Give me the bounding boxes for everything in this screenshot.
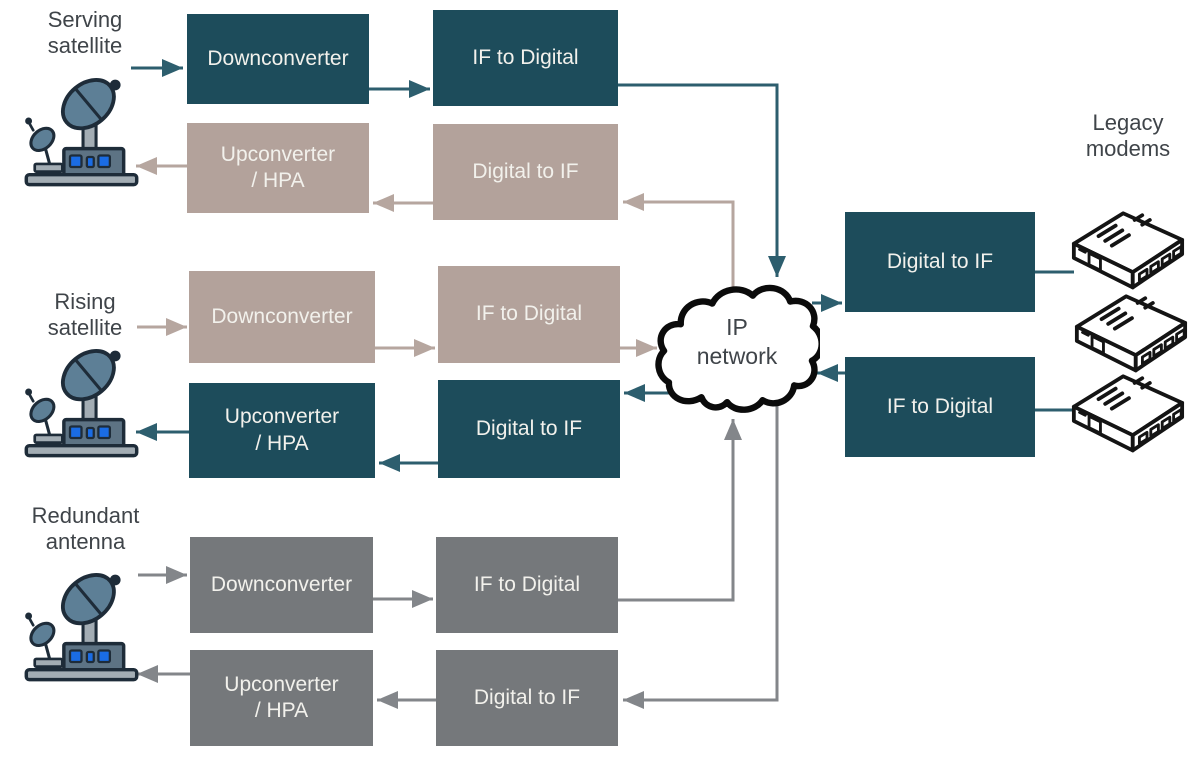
arrow-serving-ifdigital-to-cloud (618, 83, 786, 277)
box-right-digital-to-if-label: Digital to IF (886, 249, 994, 273)
label-serving-line2: satellite (47, 32, 123, 58)
box-rising-if-to-digital: IF to Digital (438, 266, 620, 363)
box-redundant-digital-to-if-label: Digital to IF (473, 685, 581, 709)
modem-shapes (1071, 374, 1185, 453)
box-rising-if-to-digital-label: IF to Digital (475, 302, 583, 326)
box-right-if-to-digital-label: IF to Digital (886, 394, 994, 418)
arrow-cloud-to-serving-digitalif (623, 193, 735, 295)
box-redundant-upconverter-line1: Upconverter (224, 672, 339, 696)
box-right-if-to-digital: IF to Digital (845, 357, 1035, 457)
label-redundant-antenna: Redundant antenna (8, 503, 163, 555)
ground-station-shapes (24, 349, 139, 458)
box-rising-upconverter-line1: Upconverter (224, 405, 340, 429)
box-rising-downconverter-label: Downconverter (211, 304, 353, 328)
arrow-cloud-to-redundant-digitalif (623, 400, 779, 709)
label-redundant-line2: antenna (45, 528, 126, 554)
label-legacy-modems: Legacy modems (1053, 110, 1200, 162)
box-redundant-downconverter: Downconverter (190, 537, 373, 633)
box-redundant-digital-to-if: Digital to IF (436, 650, 618, 746)
label-rising-line1: Rising (54, 289, 116, 314)
box-redundant-downconverter-label: Downconverter (210, 572, 353, 596)
box-serving-digital-to-if: Digital to IF (433, 124, 618, 220)
satellite-ground-station-icon (24, 573, 139, 682)
box-rising-digital-to-if-label: Digital to IF (475, 416, 583, 440)
box-serving-upconverter-hpa: Upconverter / HPA (187, 123, 369, 213)
label-legacy-line1: Legacy (1092, 110, 1164, 135)
ground-station-shapes (24, 78, 139, 187)
label-serving-line1: Serving (47, 7, 123, 32)
cloud-label: IP network (667, 313, 807, 370)
label-redundant-line1: Redundant (31, 503, 140, 528)
box-rising-digital-to-if: Digital to IF (438, 380, 620, 478)
box-serving-upconverter-line1: Upconverter (220, 142, 336, 166)
box-serving-digital-to-if-label: Digital to IF (472, 159, 579, 183)
box-rising-downconverter: Downconverter (189, 271, 375, 363)
modem-icon (1074, 294, 1188, 373)
label-rising-line2: satellite (47, 314, 123, 340)
box-serving-if-to-digital: IF to Digital (433, 10, 618, 106)
box-redundant-if-to-digital-label: IF to Digital (473, 572, 581, 596)
modem-icon (1071, 211, 1185, 290)
box-serving-downconverter: Downconverter (187, 14, 369, 104)
modem-icon (1071, 374, 1185, 453)
satellite-ground-station-icon (24, 349, 139, 458)
box-rising-upconverter-line2: / HPA (255, 431, 309, 455)
ground-station-shapes (24, 573, 139, 682)
box-redundant-if-to-digital: IF to Digital (436, 537, 618, 633)
modem-shapes (1074, 294, 1188, 373)
ip-network-cloud-icon (655, 284, 820, 413)
cloud-label-line1: IP (726, 314, 748, 340)
box-serving-downconverter-label: Downconverter (207, 46, 349, 70)
box-serving-upconverter-line2: / HPA (251, 169, 305, 192)
satellite-ground-station-icon (24, 78, 139, 187)
cloud-label-line2: network (696, 342, 778, 369)
arrow-redundant-ifdigital-to-cloud (618, 419, 742, 602)
box-serving-if-to-digital-label: IF to Digital (472, 45, 579, 69)
label-legacy-line2: modems (1085, 135, 1171, 161)
box-redundant-upconverter-hpa: Upconverter / HPA (190, 650, 373, 746)
modem-shapes (1071, 211, 1185, 290)
label-serving-satellite: Serving satellite (10, 7, 160, 59)
box-redundant-upconverter-line2: / HPA (254, 699, 309, 722)
box-rising-upconverter-hpa: Upconverter / HPA (189, 383, 375, 478)
label-rising-satellite: Rising satellite (10, 289, 160, 341)
box-right-digital-to-if: Digital to IF (845, 212, 1035, 312)
cloud-outline-shape (655, 284, 820, 413)
